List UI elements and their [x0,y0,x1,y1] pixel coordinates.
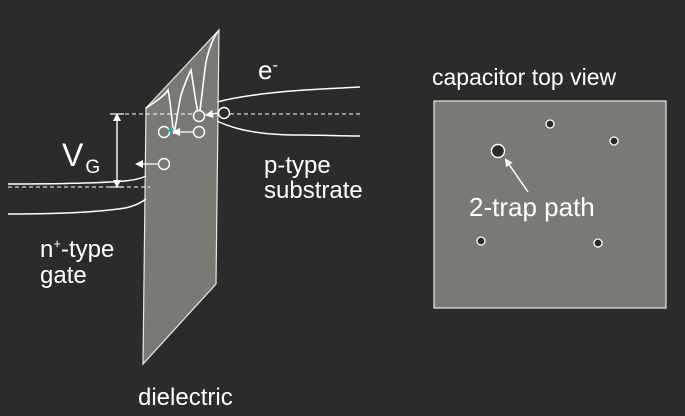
trap-state [157,125,171,139]
electron-label-sup: - [272,57,278,74]
substrate-valence-band [216,120,361,137]
trap-state [192,109,206,123]
gate-label-base: n [40,236,54,263]
trap-dot [476,236,486,246]
trap-state [217,106,231,120]
gate-voltage-label-sub: G [85,157,101,178]
trap-dot [545,119,555,129]
dielectric-barrier [142,28,220,366]
gate-label-line2: gate [40,262,87,289]
top-view-title: capacitor top view [432,64,617,90]
trap-dot-large [490,143,506,159]
tunnel-arrow-substrate-to-trap [205,109,219,118]
gate-label-line1: n+-type [40,231,114,263]
gate-label: n+-type gate [40,231,114,289]
substrate-label-line2: substrate [264,177,363,204]
trap-state [157,157,171,171]
trap-path-label: 2-trap path [469,192,595,222]
vg-arrow-top-head [113,113,121,121]
substrate-label-line1: p-type [264,152,331,179]
electron-label-base: e [258,55,273,85]
substrate-conduction-band [216,86,361,103]
trap-path-pointer [504,158,529,193]
gate-valence-band [7,198,147,215]
trap-dot [609,136,619,146]
tunneling-electron [168,127,174,133]
electron-label: e- [258,57,278,83]
gate-label-rest: -type [60,236,115,263]
trap-state [192,125,206,139]
capacitor-top-view [433,100,667,309]
gate-voltage-label-base: V [62,137,84,173]
gate-label-sup: + [53,236,61,251]
gate-conduction-band [7,175,147,185]
trap-dot [593,238,603,248]
substrate-label: p-type substrate [264,153,363,203]
dielectric-band-edge [145,29,220,135]
dielectric-label: dielectric [138,384,233,411]
